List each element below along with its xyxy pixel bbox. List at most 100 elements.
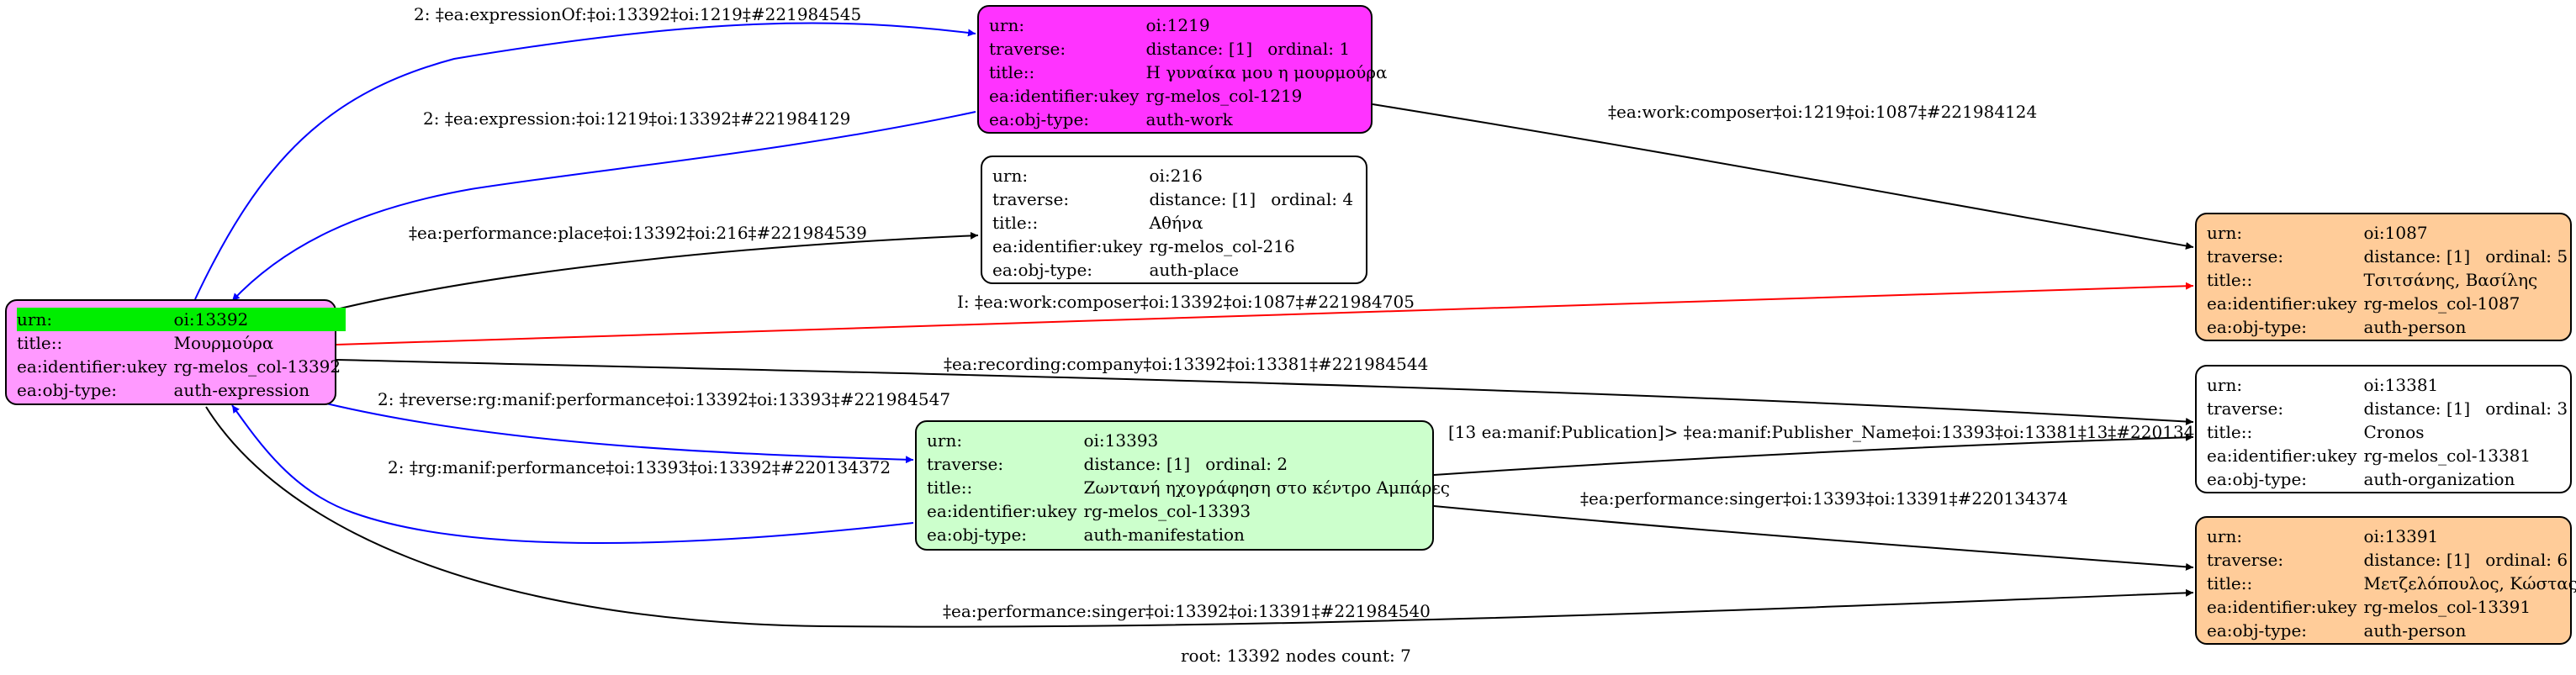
row-traverse: traverse:distance: [1]ordinal: 3 <box>2207 397 2573 420</box>
row-type: ea:obj-type: auth-work <box>989 108 1393 131</box>
value-urn: oi:216 <box>1149 166 1203 186</box>
ordinal-value: ordinal: 5 <box>2485 246 2568 266</box>
row-type: ea:obj-type: auth-place <box>992 258 1358 282</box>
key-ukey: ea:identifier:ukey <box>2207 446 2357 466</box>
key-type: ea:obj-type: <box>989 109 1090 129</box>
distance-value: distance: [1] <box>2363 246 2471 266</box>
row-type: ea:obj-type: auth-person <box>2207 619 2576 642</box>
node-work-1219: urn:oi:1219 traverse:distance: [1]ordina… <box>977 5 1388 134</box>
row-title: title::Ζωντανή ηχογράφηση στο κέντρο Αμπ… <box>927 476 1455 499</box>
value-ukey: rg-melos_col-1219 <box>1145 86 1303 106</box>
value-title: Τσιτσάνης, Βασίλης <box>2363 270 2538 290</box>
distance-value: distance: [1] <box>1149 189 1256 209</box>
value-ukey: rg-melos_col-216 <box>1149 236 1295 256</box>
key-urn: urn: <box>992 166 1029 186</box>
value-title: Μουρμούρα <box>173 333 274 353</box>
edge-label-expression: 2: ‡ea:expression:‡oi:1219‡oi:13392‡#221… <box>423 108 850 129</box>
key-type: ea:obj-type: <box>2207 469 2308 489</box>
value-ukey: rg-melos_col-13393 <box>1083 501 1251 521</box>
key-traverse: traverse: <box>2207 550 2284 570</box>
value-type: auth-work <box>1145 109 1233 129</box>
key-urn: urn: <box>2207 223 2243 243</box>
row-urn: urn:oi:13391 <box>2207 525 2576 548</box>
edge-label-performance-singer-13392: ‡ea:performance:singer‡oi:13392‡oi:13391… <box>943 601 1431 621</box>
row-title: title::Αθήνα <box>992 211 1358 235</box>
value-type: auth-place <box>1149 260 1240 280</box>
edge-performance-singer-13393 <box>1433 505 2194 571</box>
node-place-216: urn: oi:216 traverse: distance: [1] ordinal… <box>981 156 1367 284</box>
graph-footer: root: 13392 nodes count: 7 <box>1181 646 1411 666</box>
ordinal-value: ordinal: 2 <box>1205 454 1288 474</box>
row-type: ea:obj-type:auth-person <box>2207 315 2573 339</box>
edge-manif-performance <box>231 404 914 545</box>
edge-label-work-composer-1219: ‡ea:work:composer‡oi:1219‡oi:1087‡#22198… <box>1608 102 2037 122</box>
row-urn: urn: oi:1087 <box>2207 221 2573 245</box>
value-traverse: distance: [1] ordinal: 2 <box>1083 452 1455 476</box>
row-type: ea:obj-type: auth-expression <box>17 378 346 402</box>
key-title: title:: <box>2207 270 2253 290</box>
edge-label-publisher-name: [13 ea:manif:Publication]> ‡ea:manif:Pub… <box>1448 422 2227 442</box>
row-title: title::Τσιτσάνης, Βασίλης <box>2207 268 2573 292</box>
row-title: title::Μουρμούρα <box>17 331 346 355</box>
key-urn: urn: <box>2207 526 2243 546</box>
row-urn: urn:oi:13393 <box>927 429 1455 452</box>
key-urn: urn: <box>17 308 174 331</box>
ordinal-value: ordinal: 4 <box>1271 189 1354 209</box>
row-ukey: ea:identifier:ukey rg-melos_col-13381 <box>2207 444 2573 467</box>
key-type: ea:obj-type: <box>2207 620 2308 641</box>
node-organization-13381: urn:oi:13381 traverse:distance: [1]ordin… <box>2195 365 2572 493</box>
row-title: title::Η γυναίκα μου η μουρμούρα <box>989 61 1393 84</box>
row-ukey: ea:identifier:ukey rg-melos_col-13393 <box>927 499 1455 523</box>
edge-label-expression-of: 2: ‡ea:expressionOf:‡oi:13392‡oi:1219‡#2… <box>414 4 861 24</box>
edge-label-work-composer-13392: I: ‡ea:work:composer‡oi:13392‡oi:1087‡#2… <box>957 292 1415 312</box>
distance-value: distance: [1] <box>2363 398 2471 419</box>
edge-label-performance-place: ‡ea:performance:place‡oi:13392‡oi:216‡#2… <box>409 223 867 243</box>
edge-publisher-name <box>1433 433 2194 476</box>
row-traverse: traverse: distance: [1]ordinal: 6 <box>2207 548 2576 572</box>
row-type: ea:obj-type:auth-manifestation <box>927 523 1455 546</box>
row-urn: urn:oi:1219 <box>989 13 1393 37</box>
ordinal-value: ordinal: 1 <box>1267 39 1351 59</box>
row-type: ea:obj-type: auth-organization <box>2207 467 2573 491</box>
key-title: title:: <box>989 62 1035 82</box>
value-title: Η γυναίκα μου η μουρμούρα <box>1145 62 1388 82</box>
edge-reverse-manif-performance <box>325 403 914 464</box>
key-traverse: traverse: <box>927 454 1004 474</box>
key-ukey: ea:identifier:ukey <box>989 86 1140 106</box>
edge-recording-company <box>336 359 2194 425</box>
key-ukey: ea:identifier:ukey <box>2207 597 2357 617</box>
value-type: auth-person <box>2363 620 2467 641</box>
value-type: auth-organization <box>2363 469 2515 489</box>
value-urn: oi:1087 <box>2363 223 2428 243</box>
key-type: ea:obj-type: <box>17 380 118 400</box>
key-ukey: ea:identifier:ukey <box>927 501 1077 521</box>
row-urn: urn:oi:13381 <box>2207 373 2573 397</box>
distance-value: distance: [1] <box>1083 454 1191 474</box>
node-root-expression-13392: urn:oi:13392 title::Μουρμούρα ea:identif… <box>5 299 346 405</box>
value-type: auth-expression <box>173 380 310 400</box>
value-ukey: rg-melos_col-13391 <box>2363 597 2531 617</box>
edge-performance-place <box>336 231 979 310</box>
edge-label-reverse-manif-performance: 2: ‡reverse:rg:manif:performance‡oi:1339… <box>378 389 950 409</box>
value-type: auth-manifestation <box>1083 525 1245 545</box>
key-urn: urn: <box>2207 375 2243 395</box>
edge-expression <box>231 111 976 302</box>
value-traverse: distance: [1]ordinal: 6 <box>2363 548 2576 572</box>
key-ukey: ea:identifier:ukey <box>17 356 167 377</box>
key-type: ea:obj-type: <box>992 260 1093 280</box>
key-type: ea:obj-type: <box>2207 317 2308 337</box>
ordinal-value: ordinal: 3 <box>2485 398 2568 419</box>
value-title: Cronos <box>2363 422 2425 442</box>
key-urn: urn: <box>989 15 1025 35</box>
edge-label-performance-singer-13393: ‡ea:performance:singer‡oi:13393‡oi:13391… <box>1580 488 2068 509</box>
key-traverse: traverse: <box>992 189 1070 209</box>
value-traverse: distance: [1] ordinal: 3 <box>2363 397 2573 420</box>
row-traverse: traverse:distance: [1]ordinal: 1 <box>989 37 1393 61</box>
value-ukey: rg-melos_col-13381 <box>2363 446 2531 466</box>
key-traverse: traverse: <box>989 39 1066 59</box>
value-ukey: rg-melos_col-1087 <box>2363 293 2520 314</box>
